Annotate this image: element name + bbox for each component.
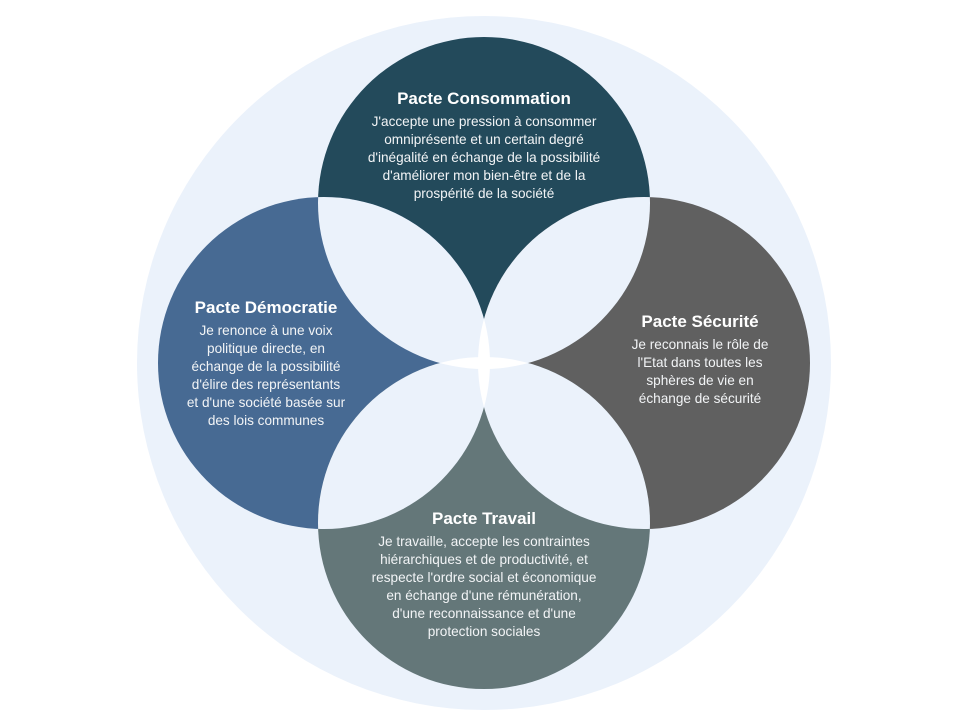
pacte-securite-label: Pacte Sécurité Je reconnais le rôle de l…	[605, 311, 795, 408]
pacte-travail-label: Pacte Travail Je travaille, accepte les …	[334, 508, 634, 641]
description-line: prospérité de la société	[413, 186, 555, 201]
pacte-democratie-description: Je renonce à une voix politique directe,…	[166, 322, 366, 430]
description-line: des lois communes	[207, 413, 325, 428]
description-line: et d'une société basée sur	[186, 395, 346, 410]
description-line: d'inégalité en échange de la possibilité	[367, 150, 601, 165]
description-line: Je reconnais le rôle de	[631, 337, 769, 352]
description-line: Je travaille, accepte les contraintes	[378, 534, 590, 549]
description-line: omniprésente et un certain degré	[384, 132, 584, 147]
description-line: sphères de vie en	[646, 373, 754, 388]
description-line: Je renonce à une voix	[199, 323, 333, 338]
pacte-democratie-label: Pacte Démocratie Je renonce à une voix p…	[166, 297, 366, 430]
description-line: protection sociales	[427, 624, 541, 639]
pacte-travail-title: Pacte Travail	[432, 509, 536, 528]
description-line: l'Etat dans toutes les	[637, 355, 763, 370]
pacte-democratie-title: Pacte Démocratie	[194, 298, 338, 317]
overlap-center-star	[478, 357, 490, 369]
description-line: politique directe, en	[207, 341, 325, 356]
pacte-consommation-title: Pacte Consommation	[397, 89, 571, 108]
description-line: échange de sécurité	[638, 391, 762, 406]
description-line: échange de la possibilité	[191, 359, 341, 374]
pacte-travail-description: Je travaille, accepte les contraintes hi…	[334, 533, 634, 641]
pacte-securite-title: Pacte Sécurité	[641, 312, 759, 331]
description-line: en échange d'une rémunération,	[386, 588, 582, 603]
description-line: d'améliorer mon bien-être et de la	[382, 168, 586, 183]
description-line: d'une reconnaissance et d'une	[392, 606, 576, 621]
pacte-securite-description: Je reconnais le rôle de l'Etat dans tout…	[605, 336, 795, 408]
description-line: hiérarchiques et de productivité, et	[380, 552, 588, 567]
pacte-consommation-description: J'accepte une pression à consommer omnip…	[334, 113, 634, 203]
description-line: J'accepte une pression à consommer	[371, 114, 597, 129]
description-line: respecte l'ordre social et économique	[371, 570, 597, 585]
description-line: d'élire des représentants	[191, 377, 341, 392]
pacte-consommation-label: Pacte Consommation J'accepte une pressio…	[334, 88, 634, 203]
